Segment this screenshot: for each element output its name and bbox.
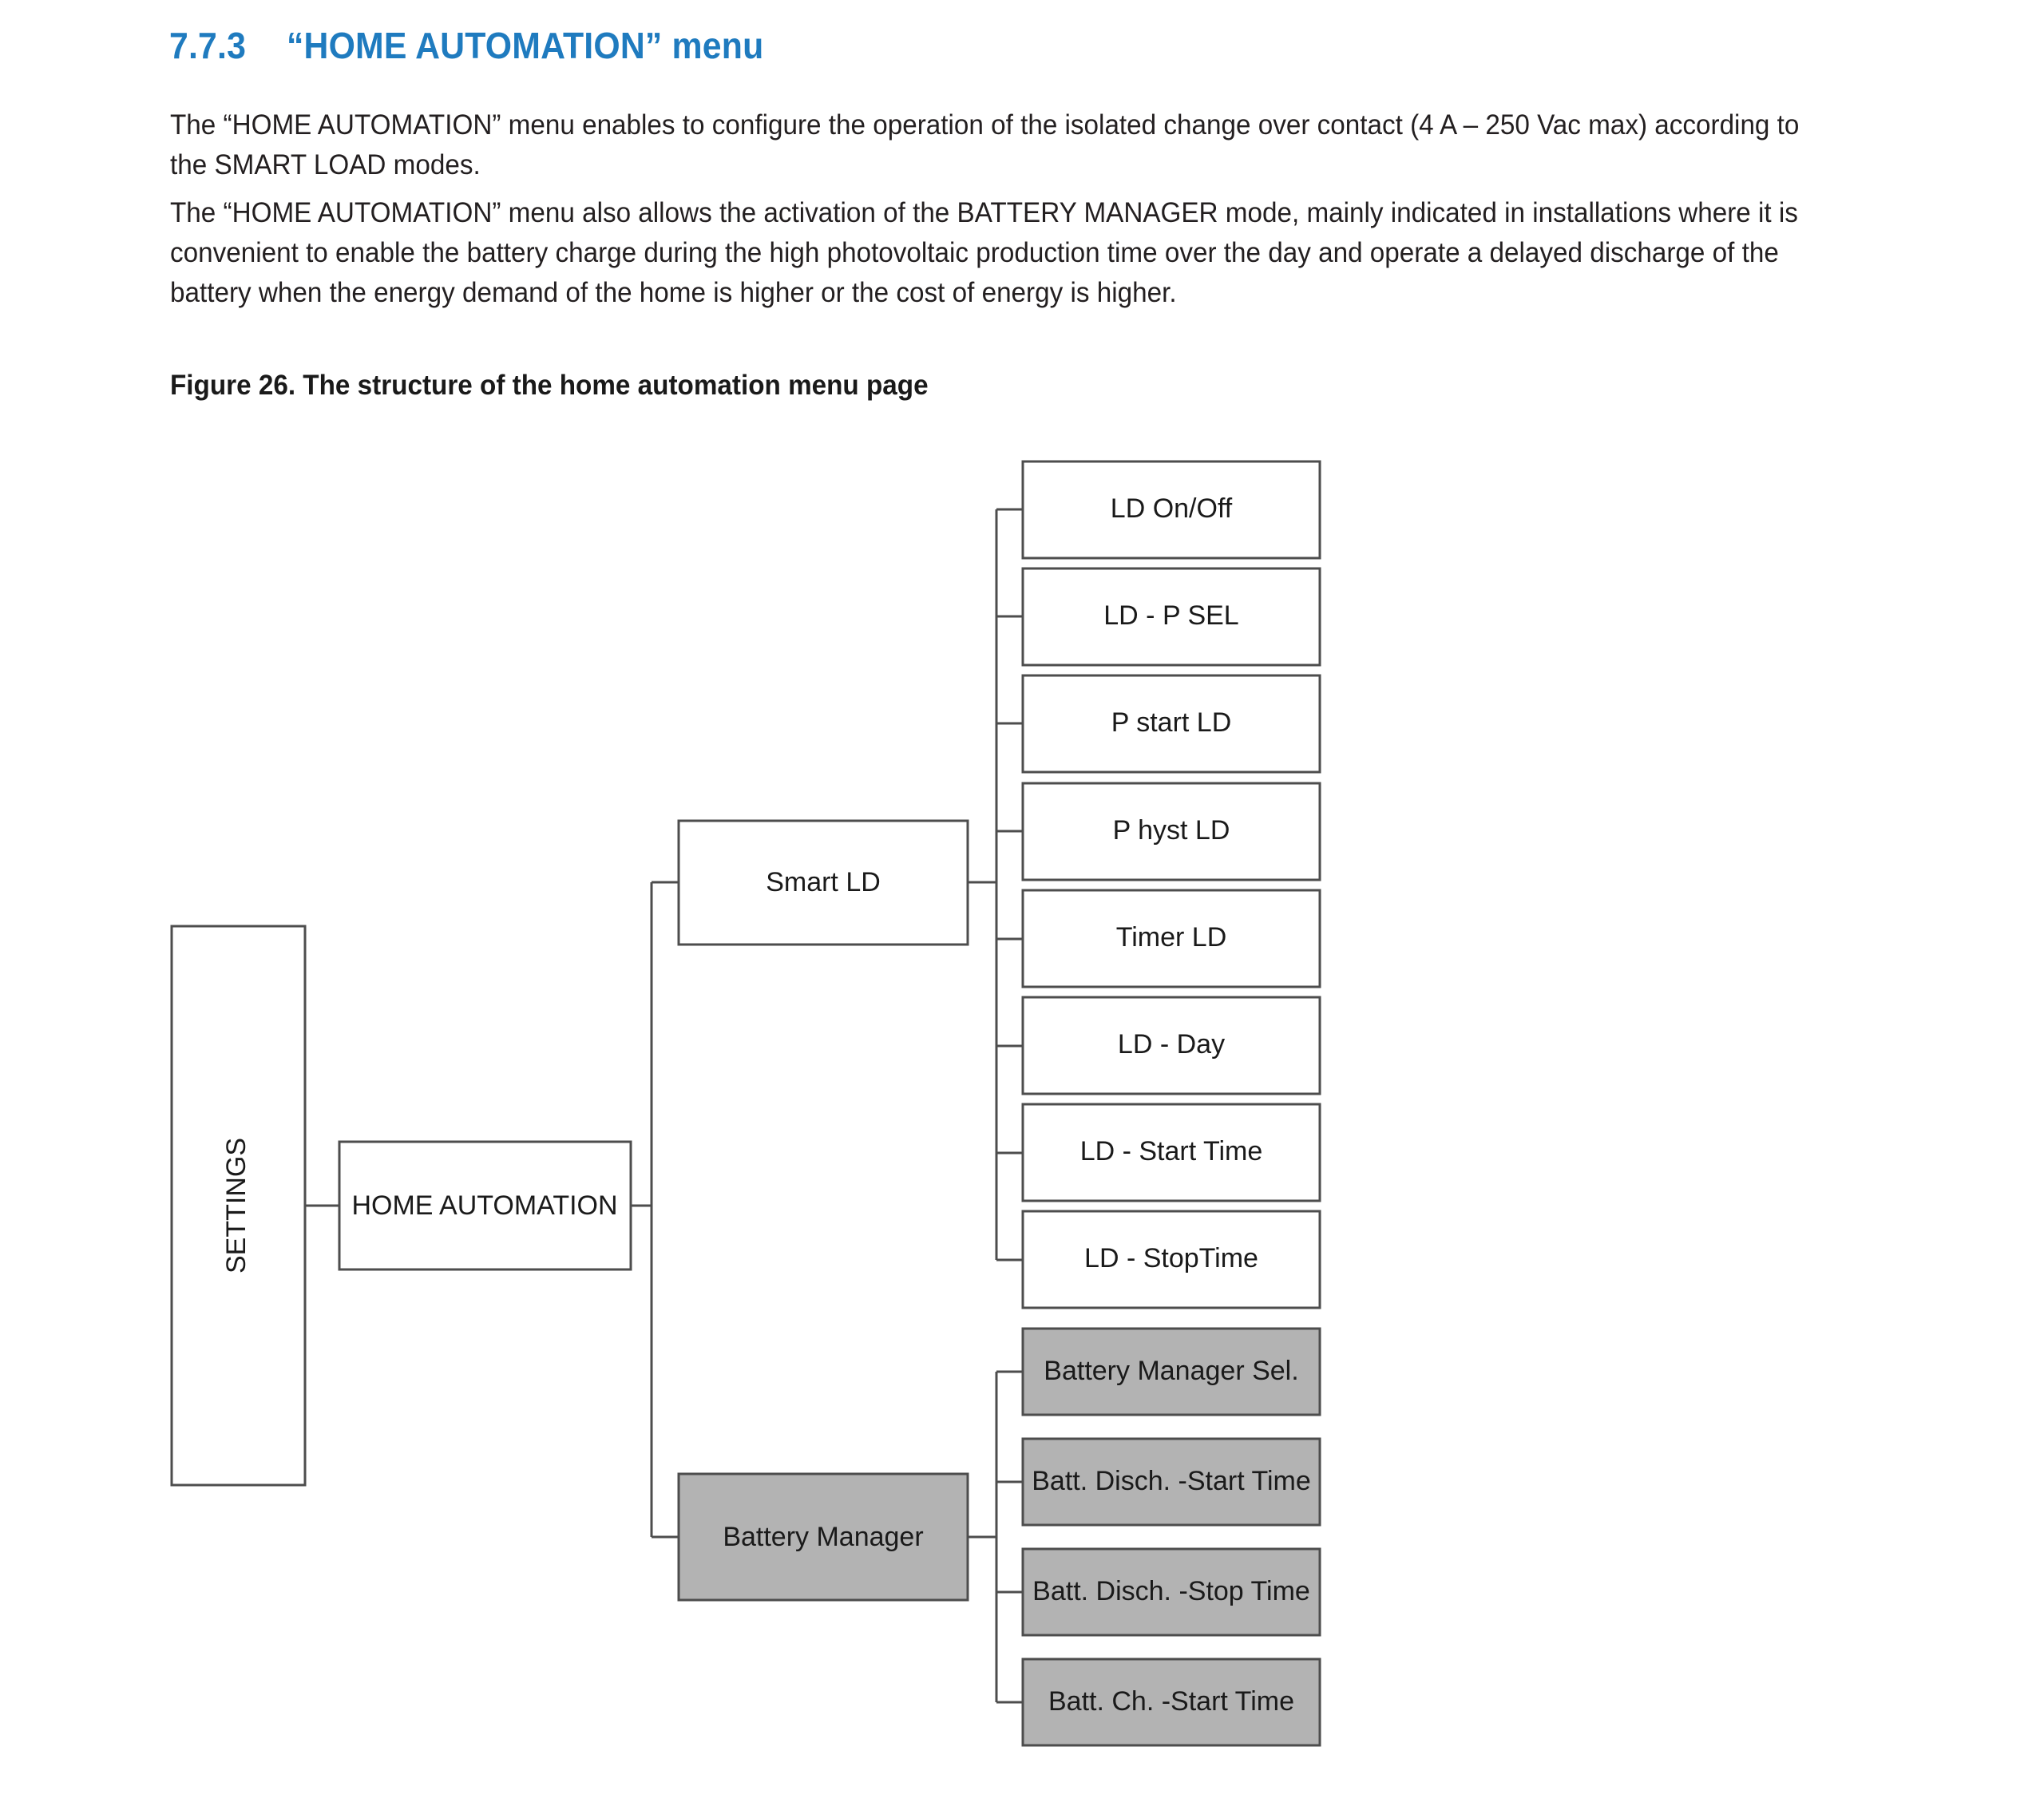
section-title: “HOME AUTOMATION” menu <box>286 25 764 66</box>
node-home-automation-label: HOME AUTOMATION <box>351 1190 617 1221</box>
node-battery-manager-sel[interactable]: Battery Manager Sel. <box>1021 1327 1321 1416</box>
node-ld-day-label: LD - Day <box>1118 1029 1225 1060</box>
node-batt-disch-stop-time[interactable]: Batt. Disch. -Stop Time <box>1021 1547 1321 1637</box>
node-settings[interactable]: SETTINGS <box>170 925 307 1487</box>
node-ld-stop-time-label: LD - StopTime <box>1084 1243 1258 1273</box>
figure-caption: Figure 26. The structure of the home aut… <box>170 370 929 401</box>
node-batt-disch-start-time[interactable]: Batt. Disch. -Start Time <box>1021 1437 1321 1527</box>
node-battery-manager-sel-label: Battery Manager Sel. <box>1044 1356 1298 1386</box>
intro-paragraph-2: The “HOME AUTOMATION” menu also allows t… <box>170 197 1798 308</box>
section-number: 7.7.3 <box>169 25 247 66</box>
node-timer-ld-label: Timer LD <box>1116 922 1227 953</box>
node-ld-on-off[interactable]: LD On/Off <box>1021 460 1321 560</box>
node-p-start-ld-label: P start LD <box>1111 707 1232 738</box>
node-p-hyst-ld-label: P hyst LD <box>1113 815 1230 846</box>
node-home-automation[interactable]: HOME AUTOMATION <box>338 1140 632 1271</box>
connector-smart-ld-children-stubs <box>996 508 1023 1262</box>
node-ld-p-sel-label: LD - P SEL <box>1103 600 1238 631</box>
node-ld-day[interactable]: LD - Day <box>1021 996 1321 1095</box>
node-ld-start-time-label: LD - Start Time <box>1080 1136 1263 1166</box>
page-title: 7.7.3 “HOME AUTOMATION” menu <box>169 22 1803 69</box>
home-automation-menu-diagram: SETTINGS HOME AUTOMATION Smart LD Batter… <box>0 431 2044 1804</box>
node-p-start-ld[interactable]: P start LD <box>1021 674 1321 774</box>
node-ld-stop-time[interactable]: LD - StopTime <box>1021 1210 1321 1309</box>
node-p-hyst-ld[interactable]: P hyst LD <box>1021 782 1321 881</box>
node-battery-manager-label: Battery Manager <box>723 1522 923 1552</box>
node-batt-ch-start-time-label: Batt. Ch. -Start Time <box>1048 1686 1294 1717</box>
node-ld-p-sel[interactable]: LD - P SEL <box>1021 567 1321 667</box>
node-ld-start-time[interactable]: LD - Start Time <box>1021 1103 1321 1202</box>
node-battery-manager[interactable]: Battery Manager <box>677 1472 969 1602</box>
node-timer-ld[interactable]: Timer LD <box>1021 889 1321 988</box>
connector-battery-manager-children-stubs <box>996 1370 1023 1704</box>
node-settings-label: SETTINGS <box>221 1138 252 1273</box>
node-batt-disch-start-time-label: Batt. Disch. -Start Time <box>1032 1466 1311 1496</box>
node-ld-on-off-label: LD On/Off <box>1111 493 1233 524</box>
intro-paragraph-1: The “HOME AUTOMATION” menu enables to co… <box>170 109 1800 180</box>
node-smart-ld[interactable]: Smart LD <box>677 819 969 946</box>
node-smart-ld-label: Smart LD <box>766 867 881 897</box>
node-batt-disch-stop-time-label: Batt. Disch. -Stop Time <box>1032 1576 1310 1606</box>
node-batt-ch-start-time[interactable]: Batt. Ch. -Start Time <box>1021 1658 1321 1747</box>
